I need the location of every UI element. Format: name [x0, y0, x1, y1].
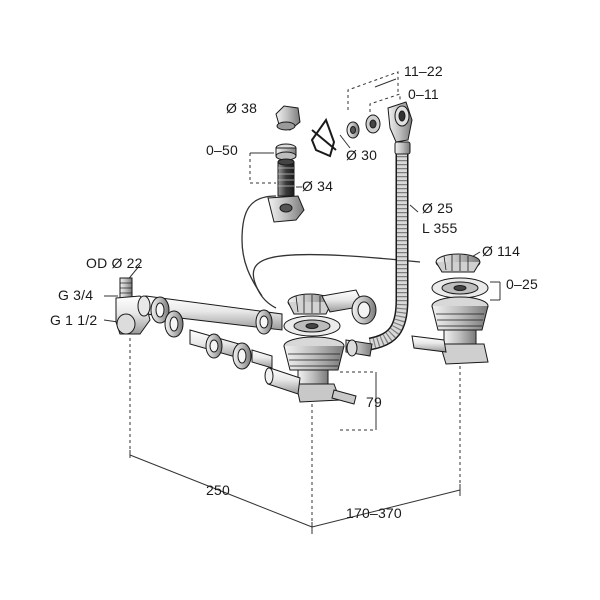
main-waste-pipe [145, 295, 283, 370]
label-depth-79: 79 [366, 394, 382, 410]
label-0-11: 0–11 [408, 86, 439, 102]
label-thread-g112: G 1 1/2 [50, 312, 98, 328]
overflow-hose [368, 141, 411, 351]
label-diameter-114: Ø 114 [482, 243, 521, 259]
outlet-elbow [115, 277, 151, 335]
label-od-22: OD Ø 22 [86, 255, 143, 271]
label-length-355: L 355 [422, 220, 458, 236]
left-strainer [264, 293, 345, 403]
label-thread-g34: G 3/4 [58, 287, 94, 303]
label-span-170-370: 170–370 [346, 505, 402, 521]
label-diameter-25: Ø 25 [422, 200, 454, 216]
overflow-fitting [310, 101, 413, 158]
right-link-pipe [331, 389, 357, 405]
label-0-50: 0–50 [206, 142, 238, 158]
label-0-25: 0–25 [506, 276, 538, 292]
right-strainer [411, 253, 489, 365]
label-diameter-34: Ø 34 [302, 178, 334, 194]
label-diameter-38: Ø 38 [226, 100, 258, 116]
label-diameter-30: Ø 30 [346, 147, 378, 163]
label-11-22: 11–22 [404, 63, 443, 79]
popup-valve [267, 105, 305, 223]
label-width-250: 250 [206, 482, 230, 498]
cross-connector [321, 289, 377, 357]
